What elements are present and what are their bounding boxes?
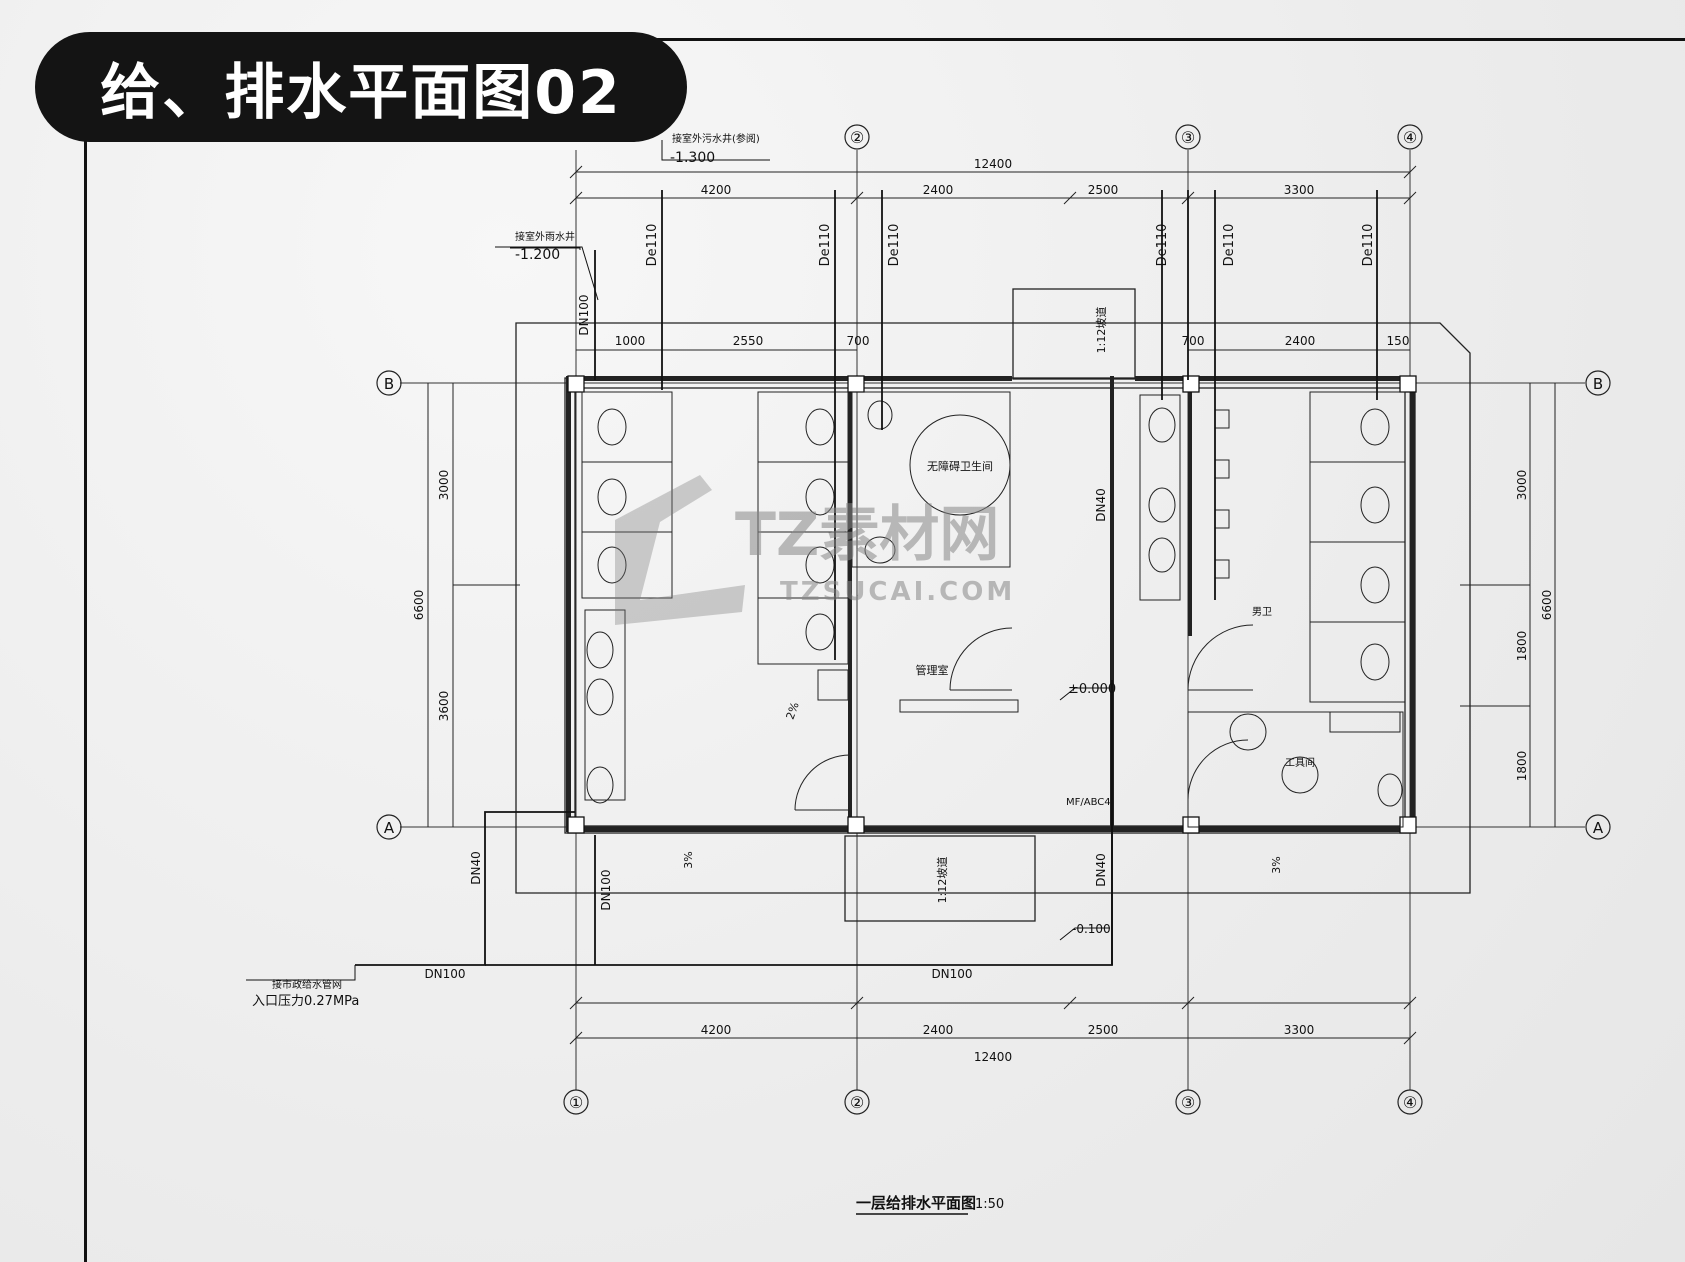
room-mens: 男卫	[1252, 606, 1272, 618]
pipe-dn100-main-mid: DN100	[931, 967, 972, 981]
dim-left-2: 3600	[437, 691, 451, 722]
drawing-caption: 一层给排水平面图	[856, 1194, 976, 1212]
pipe-dn100-top: DN100	[577, 294, 591, 335]
dim-right-2: 1800	[1515, 631, 1529, 662]
pipe-de110-3: De110	[887, 224, 902, 267]
axis-4-top: ④	[1403, 128, 1417, 147]
level-zero: ±0.000	[1068, 682, 1116, 697]
slope-right: 3%	[1270, 856, 1283, 873]
dim-right-1: 3000	[1515, 470, 1529, 501]
dim-inner-5: 2400	[1285, 334, 1316, 348]
dim-bay-3-bottom: 2500	[1088, 1023, 1119, 1037]
axis-b-left: B	[384, 375, 394, 393]
axis-a-right: A	[1593, 819, 1604, 837]
ramp-top-label: 1:12坡道	[1094, 307, 1108, 354]
dim-left-total: 6600	[412, 590, 426, 621]
room-accessible-wc: 无障碍卫生间	[927, 459, 993, 473]
room-janitor: 工具间	[1285, 756, 1315, 769]
supply-pressure: 入口压力0.27MPa	[252, 994, 359, 1009]
pipe-de110-1: De110	[645, 224, 660, 267]
fire-extinguisher: MF/ABC4	[1066, 797, 1111, 808]
pipe-dn40-bottom: DN40	[1094, 853, 1108, 887]
drawing-frame-left	[84, 38, 87, 1262]
dim-inner-2: 2550	[733, 334, 764, 348]
rain-well-level: -1.200	[515, 247, 560, 263]
supply-label: 接市政给水管网	[272, 978, 342, 991]
pipe-de110-2: De110	[818, 224, 833, 267]
pipe-de110-5: De110	[1222, 224, 1237, 267]
dim-bay-3-top: 2500	[1088, 183, 1119, 197]
drawing-scale: 1:50	[975, 1197, 1004, 1212]
dim-inner-1: 1000	[615, 334, 646, 348]
axis-3-bottom: ③	[1181, 1093, 1195, 1112]
pipe-de110-4: De110	[1155, 224, 1170, 267]
slope-inner-left: 2%	[784, 700, 802, 721]
dim-bay-1-bottom: 4200	[701, 1023, 732, 1037]
watermark-sub: TZSUCAI.COM	[780, 577, 1015, 607]
slope-left: 3%	[682, 851, 695, 868]
pipe-dn100-main-left: DN100	[424, 967, 465, 981]
dim-inner-6: 150	[1387, 334, 1410, 348]
axis-a-left: A	[384, 819, 395, 837]
pipe-de110-6: De110	[1361, 224, 1376, 267]
axis-3-top: ③	[1181, 128, 1195, 147]
ramp-bottom-label: 1:12坡道	[935, 857, 949, 904]
axis-4-bottom: ④	[1403, 1093, 1417, 1112]
axis-2-top: ②	[850, 128, 864, 147]
pipe-dn100-left: DN100	[599, 869, 613, 910]
drawing-frame-top	[84, 38, 1685, 41]
dim-inner-4: 700	[1182, 334, 1205, 348]
level-outside: -0.100	[1072, 922, 1111, 936]
page-title-badge: 给、排水平面图02	[35, 32, 687, 142]
axis-b-right: B	[1593, 375, 1603, 393]
watermark-main: TZ素材网	[735, 500, 999, 570]
rain-well-label: 接室外雨水井	[515, 230, 575, 243]
dim-overall-bottom: 12400	[974, 1050, 1012, 1064]
sewer-well-label: 接室外污水井(参阅)	[672, 132, 760, 145]
page-title: 给、排水平面图02	[100, 57, 622, 128]
dim-right-total: 6600	[1540, 590, 1554, 621]
dim-bay-4-bottom: 3300	[1284, 1023, 1315, 1037]
pipe-dn40-left: DN40	[469, 851, 483, 885]
dim-right-3: 1800	[1515, 751, 1529, 782]
watermark-logo	[615, 475, 745, 625]
pipe-dn40-mid: DN40	[1094, 488, 1108, 522]
dim-bay-2-top: 2400	[923, 183, 954, 197]
dim-inner-3: 700	[847, 334, 870, 348]
dim-bay-2-bottom: 2400	[923, 1023, 954, 1037]
dim-left-1: 3000	[437, 470, 451, 501]
sewer-well-level: -1.300	[670, 150, 715, 166]
axis-1-bottom: ①	[569, 1093, 583, 1112]
dim-bay-4-top: 3300	[1284, 183, 1315, 197]
room-management: 管理室	[916, 663, 949, 677]
dim-overall-top: 12400	[974, 157, 1012, 171]
axis-2-bottom: ②	[850, 1093, 864, 1112]
dim-bay-1-top: 4200	[701, 183, 732, 197]
